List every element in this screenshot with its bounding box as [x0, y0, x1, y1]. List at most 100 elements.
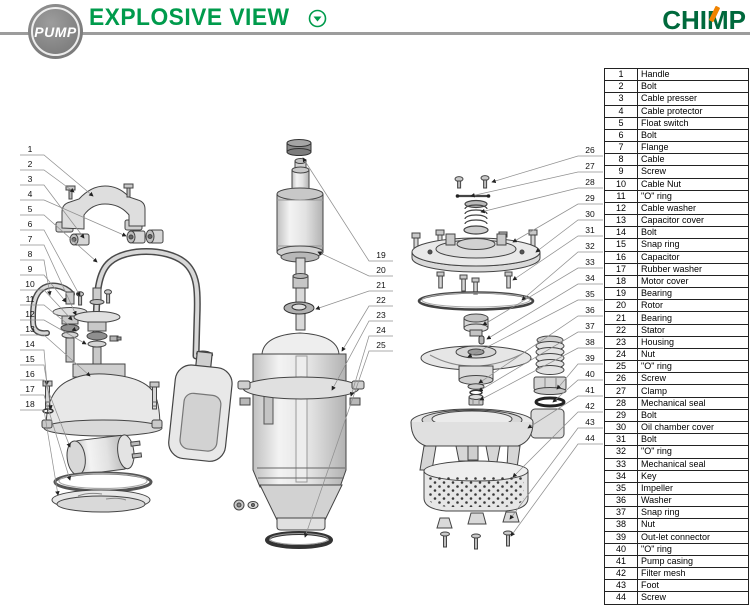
callout-number: 5 — [28, 204, 33, 214]
part-number: 27 — [604, 384, 638, 398]
part-number: 28 — [604, 396, 638, 410]
callout-leader — [20, 229, 81, 297]
callout-number: 10 — [25, 279, 35, 289]
part-number: 39 — [604, 530, 638, 544]
callout-leader — [512, 235, 603, 281]
part-number: 17 — [604, 262, 638, 276]
part-screws-44 — [440, 530, 513, 550]
part-name: Washer — [637, 494, 749, 508]
part-number: 26 — [604, 372, 638, 386]
part-stator-housing — [237, 332, 365, 531]
callout-leader — [552, 379, 603, 403]
callout-leader — [470, 171, 603, 198]
callout-number: 16 — [25, 369, 35, 379]
part-nut-24 — [233, 499, 259, 511]
callout-number: 41 — [585, 385, 595, 395]
part-number: 1 — [604, 67, 638, 82]
part-name: Stator — [637, 323, 749, 337]
callout-number: 1 — [28, 144, 33, 154]
callout-number: 43 — [585, 417, 595, 427]
callout-number: 14 — [25, 339, 35, 349]
part-mechanical-seal-28 — [463, 199, 489, 235]
callout-number: 30 — [585, 209, 595, 219]
callout-leader — [20, 244, 77, 316]
callout-number: 26 — [585, 145, 595, 155]
callout-leader — [510, 443, 603, 537]
callout-number: 9 — [28, 264, 33, 274]
callout-leader — [20, 274, 67, 303]
pump-logo-text: PUMP — [34, 23, 77, 40]
callout-number: 35 — [585, 289, 595, 299]
part-name: Flange — [637, 141, 749, 155]
callout-leader — [331, 320, 393, 391]
part-feet — [436, 511, 520, 529]
part-name: Bolt — [637, 433, 749, 447]
part-name: Handle — [637, 67, 749, 82]
callout-number: 28 — [585, 177, 595, 187]
callout-number: 34 — [585, 273, 595, 283]
part-number: 3 — [604, 92, 638, 106]
callout-leader — [20, 169, 75, 193]
part-name: Cable — [637, 153, 749, 167]
part-name: Clamp — [637, 384, 749, 398]
callout-number: 24 — [376, 325, 386, 335]
part-number: 14 — [604, 226, 638, 240]
part-number: 25 — [604, 360, 638, 374]
part-float-switch — [168, 350, 233, 462]
callout-leader — [478, 331, 603, 392]
part-number: 29 — [604, 408, 638, 422]
part-motor-cover — [51, 489, 151, 513]
callout-number: 42 — [585, 401, 595, 411]
callout-number: 3 — [28, 174, 33, 184]
part-number: 15 — [604, 238, 638, 252]
callout-leader — [315, 290, 393, 310]
part-name: Bolt — [637, 128, 749, 143]
callout-leader — [20, 394, 72, 481]
part-screws-26 — [454, 175, 490, 189]
part-number: 10 — [604, 177, 638, 191]
part-rubber-washer — [53, 471, 153, 493]
part-o-ring-32 — [417, 291, 535, 311]
part-name: "O" ring — [637, 445, 749, 459]
callout-leader — [20, 304, 77, 332]
part-name: Capacitor — [637, 250, 749, 264]
callout-leader — [479, 347, 603, 401]
callout-number: 23 — [376, 310, 386, 320]
callout-leader — [20, 259, 52, 296]
part-name: Cable presser — [637, 92, 749, 106]
callout-leader — [20, 319, 87, 345]
part-filter-mesh — [423, 460, 529, 512]
part-number: 32 — [604, 445, 638, 459]
part-name: Bearing — [637, 287, 749, 301]
callout-leader — [509, 427, 603, 520]
part-o-ring-40 — [534, 396, 566, 408]
part-oil-chamber-cover — [411, 233, 541, 273]
part-name: Screw — [637, 165, 749, 179]
part-number: 19 — [604, 287, 638, 301]
part-cable-gland-right — [73, 287, 122, 373]
part-handle — [55, 185, 146, 233]
callout-number: 6 — [28, 219, 33, 229]
part-name: Capacitor cover — [637, 214, 749, 228]
callout-leader — [20, 379, 71, 448]
callout-leader — [482, 267, 603, 326]
part-number: 21 — [604, 311, 638, 325]
callout-leader — [512, 411, 603, 478]
callout-number: 2 — [28, 159, 33, 169]
